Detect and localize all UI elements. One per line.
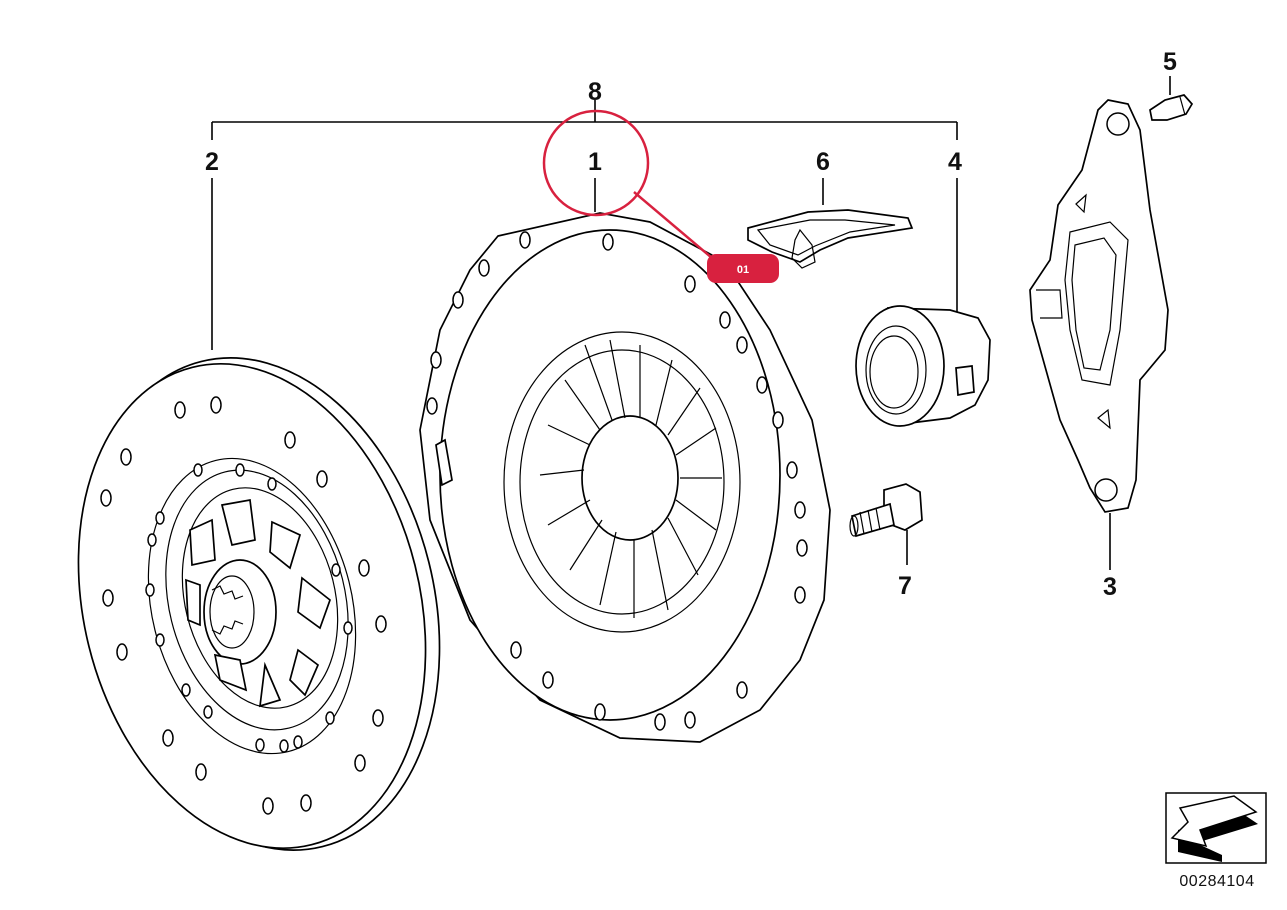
callout-8[interactable]: 8	[588, 78, 602, 106]
callout-7[interactable]: 7	[898, 572, 912, 600]
pivot-pin-part[interactable]	[1149, 94, 1194, 121]
highlight-marker[interactable]: 01	[542, 109, 779, 283]
highlight-badge-label: 01	[737, 264, 749, 276]
release-lever-part[interactable]	[1029, 99, 1169, 513]
orientation-box	[1165, 792, 1267, 864]
bolt-part[interactable]	[849, 483, 923, 538]
callout-4[interactable]: 4	[948, 148, 962, 176]
highlight-leader	[633, 191, 713, 259]
pressure-plate-part[interactable]	[419, 212, 831, 743]
wire-clip-part[interactable]	[747, 209, 914, 269]
highlight-circle	[542, 109, 650, 217]
bracket-lines	[211, 76, 1171, 570]
callout-5[interactable]: 5	[1163, 48, 1177, 76]
callout-labels: 8 1 2 6 4 5 7 3	[205, 48, 1177, 601]
callout-6[interactable]: 6	[816, 148, 830, 176]
callout-2[interactable]: 2	[205, 148, 219, 176]
highlight-badge[interactable]	[707, 254, 779, 283]
arrow-pointer-icon	[1170, 795, 1258, 862]
callout-1[interactable]: 1	[588, 148, 602, 176]
release-bearing-part[interactable]	[855, 305, 991, 427]
callout-3[interactable]: 3	[1103, 573, 1117, 601]
clutch-disc-part[interactable]	[29, 320, 489, 888]
diagram-number: 00284104	[1179, 873, 1254, 890]
